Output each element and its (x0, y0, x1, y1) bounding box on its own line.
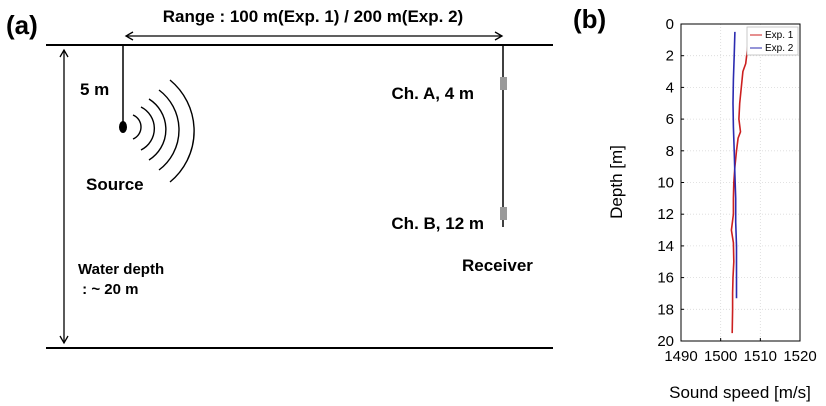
panel-a: (a) Range : 100 m(Exp. 1) / 200 m(Exp. 2… (6, 7, 553, 349)
y-tick-label: 20 (657, 333, 674, 350)
chart-tick-marks (680, 23, 801, 342)
source-depth-label: 5 m (80, 80, 109, 99)
x-tick-labels: 1490 1500 1510 1520 (664, 348, 816, 365)
water-depth-arrow (59, 48, 69, 345)
receiver-label: Receiver (462, 256, 533, 275)
x-tick-label: 1520 (783, 348, 816, 365)
range-label: Range : 100 m(Exp. 1) / 200 m(Exp. 2) (163, 7, 463, 26)
y-tick-label: 16 (657, 270, 674, 287)
chart-grid (680, 23, 801, 342)
y-tick-label: 0 (666, 16, 674, 33)
panel-b: (b) 0 2 4 6 8 10 12 14 16 18 20 1490 1500 1510 1520 D… (573, 4, 817, 402)
panel-a-label: (a) (6, 10, 38, 40)
legend-label-exp2: Exp. 2 (765, 43, 794, 54)
y-tick-label: 8 (666, 143, 674, 160)
y-axis-title: Depth [m] (607, 145, 626, 219)
water-depth-label-line1: Water depth (78, 261, 164, 278)
x-tick-label: 1500 (704, 348, 737, 365)
y-tick-label: 2 (666, 48, 674, 65)
hydrophone-channel-b (500, 207, 507, 220)
legend-box (746, 26, 799, 56)
panel-b-label: (b) (573, 4, 606, 34)
source-label: Source (86, 175, 144, 194)
y-tick-label: 6 (666, 111, 674, 128)
y-tick-label: 14 (657, 238, 674, 255)
sound-wave-icon (132, 79, 195, 183)
hydrophone-channel-a (500, 77, 507, 90)
channel-a-label: Ch. A, 4 m (392, 84, 475, 103)
chart-plot-frame (680, 23, 801, 342)
y-tick-labels: 0 2 4 6 8 10 12 14 16 18 20 (657, 16, 674, 350)
water-depth-label-line2: : ~ 20 m (78, 281, 138, 298)
range-arrow (124, 31, 504, 41)
x-tick-label: 1510 (744, 348, 777, 365)
channel-b-label: Ch. B, 12 m (391, 214, 484, 233)
source-transducer (119, 121, 127, 133)
chart-series-group (730, 31, 750, 334)
y-tick-label: 4 (666, 79, 674, 96)
y-tick-label: 10 (657, 175, 674, 192)
series-line-exp-2 (732, 31, 738, 299)
y-tick-label: 18 (657, 301, 674, 318)
chart-legend: Exp. 1 Exp. 2 (746, 26, 799, 56)
legend-label-exp1: Exp. 1 (765, 30, 794, 41)
x-tick-label: 1490 (664, 348, 697, 365)
y-tick-label: 12 (657, 206, 674, 223)
x-axis-title: Sound speed [m/s] (669, 383, 811, 402)
